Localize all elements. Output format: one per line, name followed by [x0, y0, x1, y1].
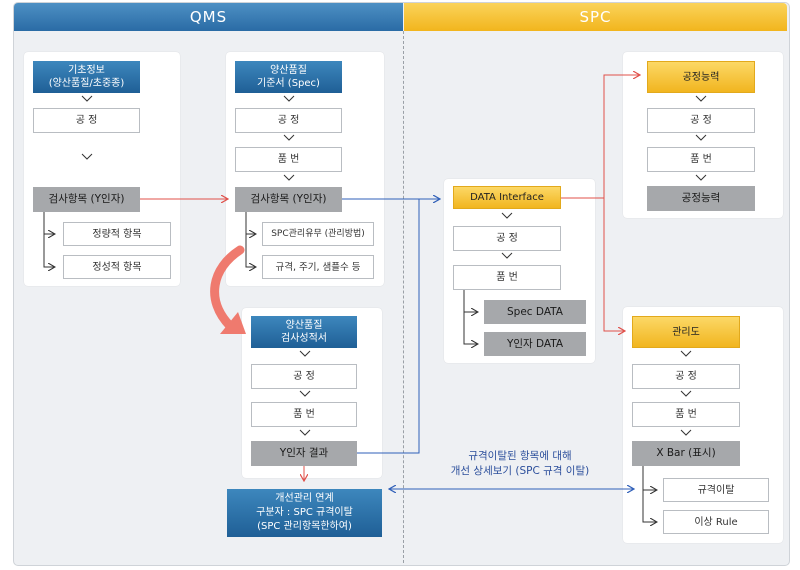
spec-data-box: Spec DATA	[484, 300, 586, 324]
qualitative-item-box: 정성적 항목	[63, 255, 171, 279]
capability-result-box: 공정능력	[647, 186, 755, 211]
quantitative-item-box: 정량적 항목	[63, 222, 171, 246]
col2-process-box: 공 정	[235, 108, 342, 133]
spc-management-box: SPC관리유무 (관리방법)	[262, 222, 374, 246]
section-divider	[403, 31, 404, 563]
spec-cycle-sample-box: 규격, 주기, 샘플수 등	[262, 255, 374, 279]
col3-part-box: 품 번	[251, 402, 357, 427]
spc-header: SPC	[404, 3, 787, 31]
control-chart-title: 관리도	[632, 316, 740, 348]
cap-process-box: 공 정	[647, 108, 755, 133]
col1-inspection-box: 검사항목 (Y인자)	[33, 187, 140, 212]
cc-part-box: 품 번	[632, 402, 740, 427]
inspection-report-title: 양산품질 검사성적서	[251, 316, 357, 348]
cap-part-box: 품 번	[647, 147, 755, 172]
di-part-box: 품 번	[453, 265, 561, 290]
y-factor-result-box: Y인자 결과	[251, 441, 357, 466]
spec-deviation-box: 규격이탈	[663, 478, 769, 502]
col3-process-box: 공 정	[251, 364, 357, 389]
abnormal-rule-box: 이상 Rule	[663, 510, 769, 534]
basic-info-title: 기초정보 (양산품질/초중종)	[33, 61, 140, 93]
col2-part-box: 품 번	[235, 147, 342, 172]
di-process-box: 공 정	[453, 226, 561, 251]
qms-header: QMS	[14, 3, 403, 31]
col2-inspection-box: 검사항목 (Y인자)	[235, 187, 342, 212]
y-factor-data-box: Y인자 DATA	[484, 332, 586, 356]
improvement-note: 규격이탈된 항목에 대해 개선 상세보기 (SPC 규격 이탈)	[450, 450, 590, 477]
xbar-box: X Bar (표시)	[632, 441, 740, 466]
capability-title: 공정능력	[647, 61, 755, 93]
data-interface-title: DATA Interface	[453, 186, 561, 209]
cc-process-box: 공 정	[632, 364, 740, 389]
chevron-down-icons	[81, 95, 707, 436]
improvement-box: 개선관리 연계 구분자 : SPC 규격이탈 (SPC 관리항목한하여)	[227, 489, 382, 537]
spec-title: 양산품질 기준서 (Spec)	[235, 61, 342, 93]
col1-process-box: 공 정	[33, 108, 140, 133]
